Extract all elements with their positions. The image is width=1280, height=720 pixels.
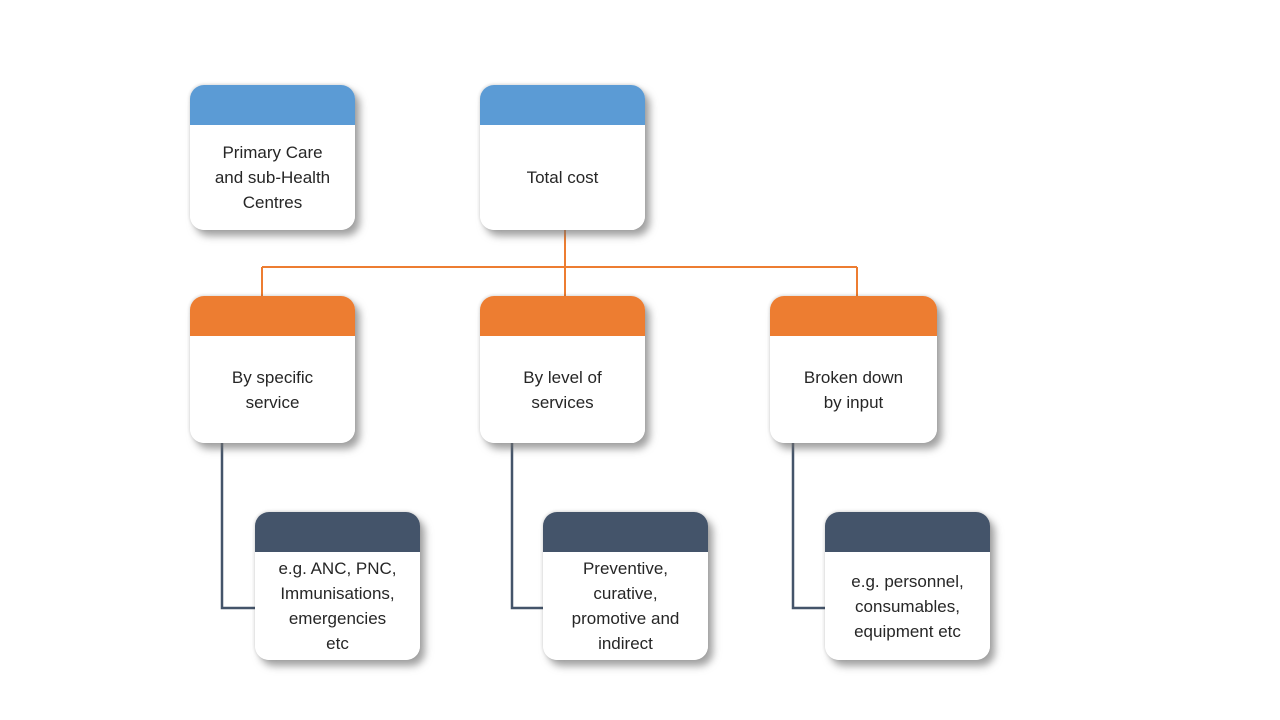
connector-elbow-input-to-examples	[791, 443, 825, 610]
node-primary-care-header	[190, 85, 355, 125]
node-examples-inputs-label: e.g. personnel, consumables, equipment e…	[825, 552, 990, 660]
node-examples-level-of-services-label: Preventive, curative, promotive and indi…	[543, 552, 708, 660]
node-examples-level-of-services: Preventive, curative, promotive and indi…	[543, 512, 708, 660]
connector-elbow-specific-to-examples	[220, 443, 255, 610]
node-examples-specific-service: e.g. ANC, PNC, Immunisations, emergencie…	[255, 512, 420, 660]
node-examples-level-of-services-header	[543, 512, 708, 552]
node-primary-care: Primary Care and sub-Health Centres	[190, 85, 355, 230]
node-broken-down-by-input-header	[770, 296, 937, 336]
node-total-cost-header	[480, 85, 645, 125]
node-by-level-of-services: By level of services	[480, 296, 645, 443]
node-examples-inputs-header	[825, 512, 990, 552]
node-by-level-of-services-label: By level of services	[480, 336, 645, 443]
node-by-specific-service-header	[190, 296, 355, 336]
connector-elbow-level-to-examples	[510, 443, 543, 610]
node-by-specific-service: By specific service	[190, 296, 355, 443]
node-examples-specific-service-label: e.g. ANC, PNC, Immunisations, emergencie…	[255, 552, 420, 660]
node-broken-down-by-input-label: Broken down by input	[770, 336, 937, 443]
node-by-level-of-services-header	[480, 296, 645, 336]
node-broken-down-by-input: Broken down by input	[770, 296, 937, 443]
node-examples-inputs: e.g. personnel, consumables, equipment e…	[825, 512, 990, 660]
node-by-specific-service-label: By specific service	[190, 336, 355, 443]
node-total-cost: Total cost	[480, 85, 645, 230]
node-primary-care-label: Primary Care and sub-Health Centres	[190, 125, 355, 230]
node-examples-specific-service-header	[255, 512, 420, 552]
node-total-cost-label: Total cost	[480, 125, 645, 230]
orange-connector-group	[261, 230, 858, 296]
